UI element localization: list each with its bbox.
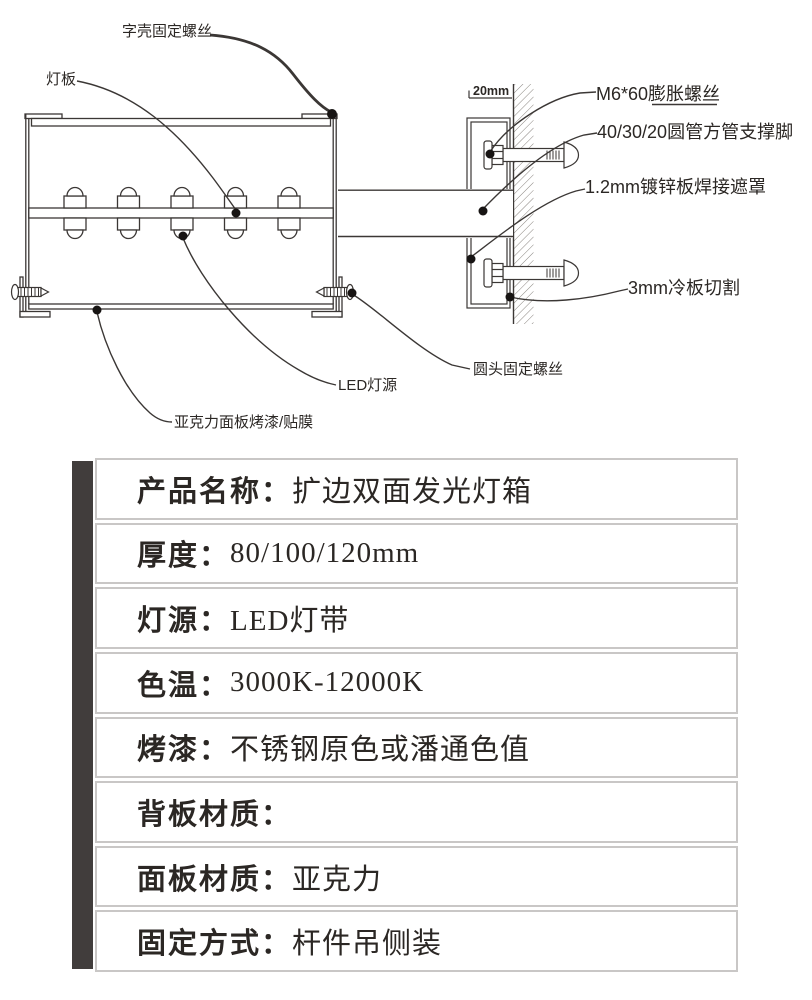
leader-cold-plate (509, 288, 629, 302)
leader-dots (92, 109, 515, 315)
spec-label: 烤漆： (137, 734, 231, 767)
callout-support-leg: 40/30/20圆管方管支撑脚 (597, 122, 793, 142)
spec-row: 烤漆：不锈钢原色或潘通色值 (95, 716, 738, 779)
callout-led-source: LED灯源 (338, 377, 397, 394)
callout-welded-cover: 1.2mm镀锌板焊接遮罩 (585, 177, 766, 197)
spec-row: 厚度：80/100/120mm (95, 522, 738, 585)
callout-round-head-screw: 圆头固定螺丝 (473, 361, 563, 378)
acrylic-bottom-panel (28, 303, 334, 310)
spec-label: 背板材质： (137, 798, 293, 831)
installation-diagram: 字壳固定螺丝 灯板 20mm M6*60膨胀螺丝 40/30/20圆管方管支撑脚… (10, 23, 793, 431)
leader-expansion-bolt (489, 91, 597, 153)
spec-label: 面板材质： (137, 863, 293, 896)
leader-support-leg (482, 132, 598, 210)
round-head-screws (10, 283, 355, 301)
spec-label: 色温： (137, 669, 231, 702)
spec-row: 产品名称：扩边双面发光灯箱 (95, 458, 738, 520)
spec-label: 产品名称： (137, 475, 293, 508)
spec-label: 固定方式： (137, 928, 293, 961)
spec-row: 面板材质：亚克力 (95, 845, 738, 908)
leader-lines (76, 33, 717, 423)
support-arm (338, 189, 513, 238)
callout-expansion-bolt: M6*60膨胀螺丝 (596, 84, 720, 104)
spec-value: 80/100/120mm (230, 536, 420, 569)
callout-cold-plate: 3mm冷板切割 (628, 278, 740, 298)
table-spine-bar (72, 461, 93, 969)
dimension-20mm (468, 90, 512, 99)
leader-welded-cover (470, 188, 586, 258)
spec-row: 灯源：LED灯带 (95, 587, 738, 649)
leader-round-head-screw (351, 293, 471, 370)
spec-row: 固定方式：杆件吊侧装 (95, 910, 738, 972)
spec-value: 不锈钢原色或潘通色值 (230, 734, 531, 767)
expansion-bolt-bottom (483, 258, 580, 288)
leader-acrylic-panel (96, 311, 173, 423)
wall-hatching (512, 84, 534, 324)
callout-lamp-board: 灯板 (46, 70, 76, 88)
spec-row: 背板材质： (95, 781, 738, 843)
spec-value: 亚克力 (292, 863, 383, 896)
spec-label: 厚度： (137, 540, 231, 573)
spec-label: 灯源： (137, 605, 231, 638)
spec-value: 杆件吊侧装 (292, 928, 443, 961)
spec-value: LED灯带 (230, 605, 350, 638)
spec-value: 3000K-12000K (230, 666, 425, 699)
spec-table: 产品名称：扩边双面发光灯箱 厚度：80/100/120mm 灯源：LED灯带 色… (72, 458, 738, 972)
callout-acrylic-panel: 亚克力面板烤漆/贴膜 (174, 413, 313, 431)
dimension-20mm-label: 20mm (473, 84, 509, 98)
leader-led-source (182, 237, 337, 386)
leader-lamp-board (76, 80, 237, 211)
spec-value: 扩边双面发光灯箱 (292, 475, 533, 508)
lamp-board-bar (28, 207, 334, 219)
led-lamps (63, 186, 301, 240)
leader-shell-screw (209, 33, 332, 114)
spec-rows: 产品名称：扩边双面发光灯箱 厚度：80/100/120mm 灯源：LED灯带 色… (95, 458, 738, 972)
lightbox-section (19, 113, 343, 318)
callout-shell-screw: 字壳固定螺丝 (122, 23, 212, 40)
spec-row: 色温：3000K-12000K (95, 651, 738, 714)
